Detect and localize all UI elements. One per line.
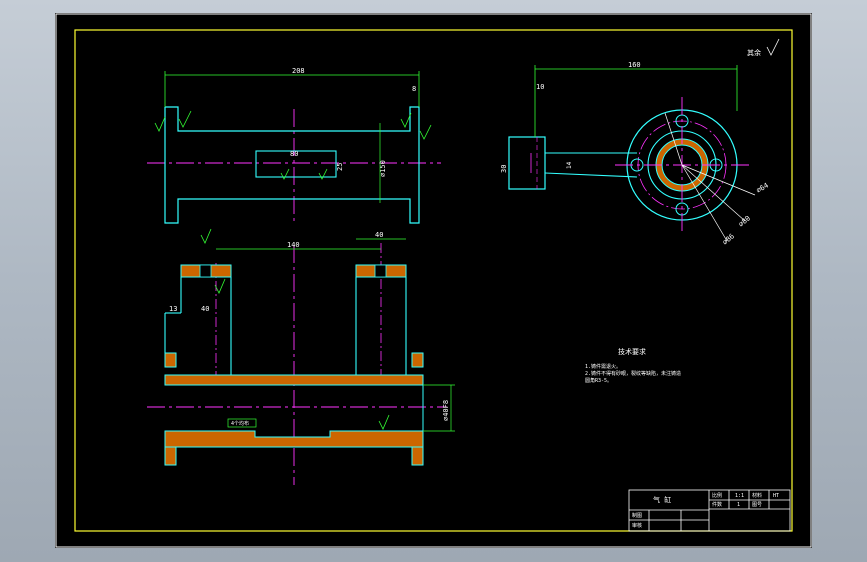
dim-overall-length: 208 [292, 67, 305, 75]
dim-overall-width: 160 [628, 61, 641, 69]
dim-arm-width: 14 [566, 161, 573, 169]
title-block [628, 489, 791, 532]
front-view: 140 40 40 13 ⌀40F8 4个均布 [147, 228, 455, 485]
dim-inner-diameter: ⌀64 [755, 181, 770, 194]
title-qty-label: 件数 [712, 501, 722, 508]
dim-center-distance: 140 [287, 241, 300, 249]
dim-diameter: ⌀150 [379, 160, 387, 177]
dim-boss-width: 40 [375, 231, 383, 239]
top-view: 208 8 80 25 ⌀150 [147, 67, 441, 224]
dim-left-boss-width: 40 [201, 305, 209, 313]
sheet-inner-border [74, 29, 793, 532]
other-roughness-note: 其余 [747, 48, 761, 57]
dim-left-flange: 13 [169, 305, 177, 313]
title-sheet-label: 图号 [752, 502, 762, 508]
dim-hub-height: 30 [500, 165, 508, 173]
title-material-label: 材料 [752, 492, 762, 499]
tech-title: 技术要求 [618, 347, 646, 356]
title-scale-label: 比例 [712, 492, 722, 499]
title-material-value: HT [773, 493, 779, 499]
drawing-canvas: 208 8 80 25 ⌀150 [55, 13, 812, 548]
sheet-outer-border [55, 13, 812, 548]
tech-line-1: 1.铸件需退火。 [585, 363, 621, 370]
dim-slot-width: 25 [336, 163, 344, 171]
tech-requirements: 技术要求 1.铸件需退火。 2.铸件不得有砂眼，裂纹等缺陷，未注铸造 圆角R3-… [585, 347, 681, 384]
title-drawn-label: 制图 [632, 512, 642, 519]
dim-slot-length: 80 [290, 150, 298, 158]
title-qty-value: 1 [737, 502, 740, 508]
tech-line-2: 2.铸件不得有砂眼，裂纹等缺陷，未注铸造 [585, 370, 681, 377]
dim-bore-diameter: ⌀40F8 [442, 400, 450, 421]
side-view: 160 10 30 14 ⌀64 ⌀80 ⌀86 其余 [500, 38, 780, 247]
dim-arm-thickness: 10 [536, 83, 544, 91]
title-scale-value: 1:1 [735, 493, 744, 499]
section-note: 4个均布 [231, 420, 249, 427]
title-part-name: 气 缸 [653, 495, 671, 504]
title-checked-label: 审核 [632, 522, 642, 529]
tech-line-3: 圆角R3-5。 [585, 377, 612, 384]
cad-viewport[interactable]: 208 8 80 25 ⌀150 [55, 13, 812, 548]
dim-right-flange: 8 [412, 85, 416, 93]
